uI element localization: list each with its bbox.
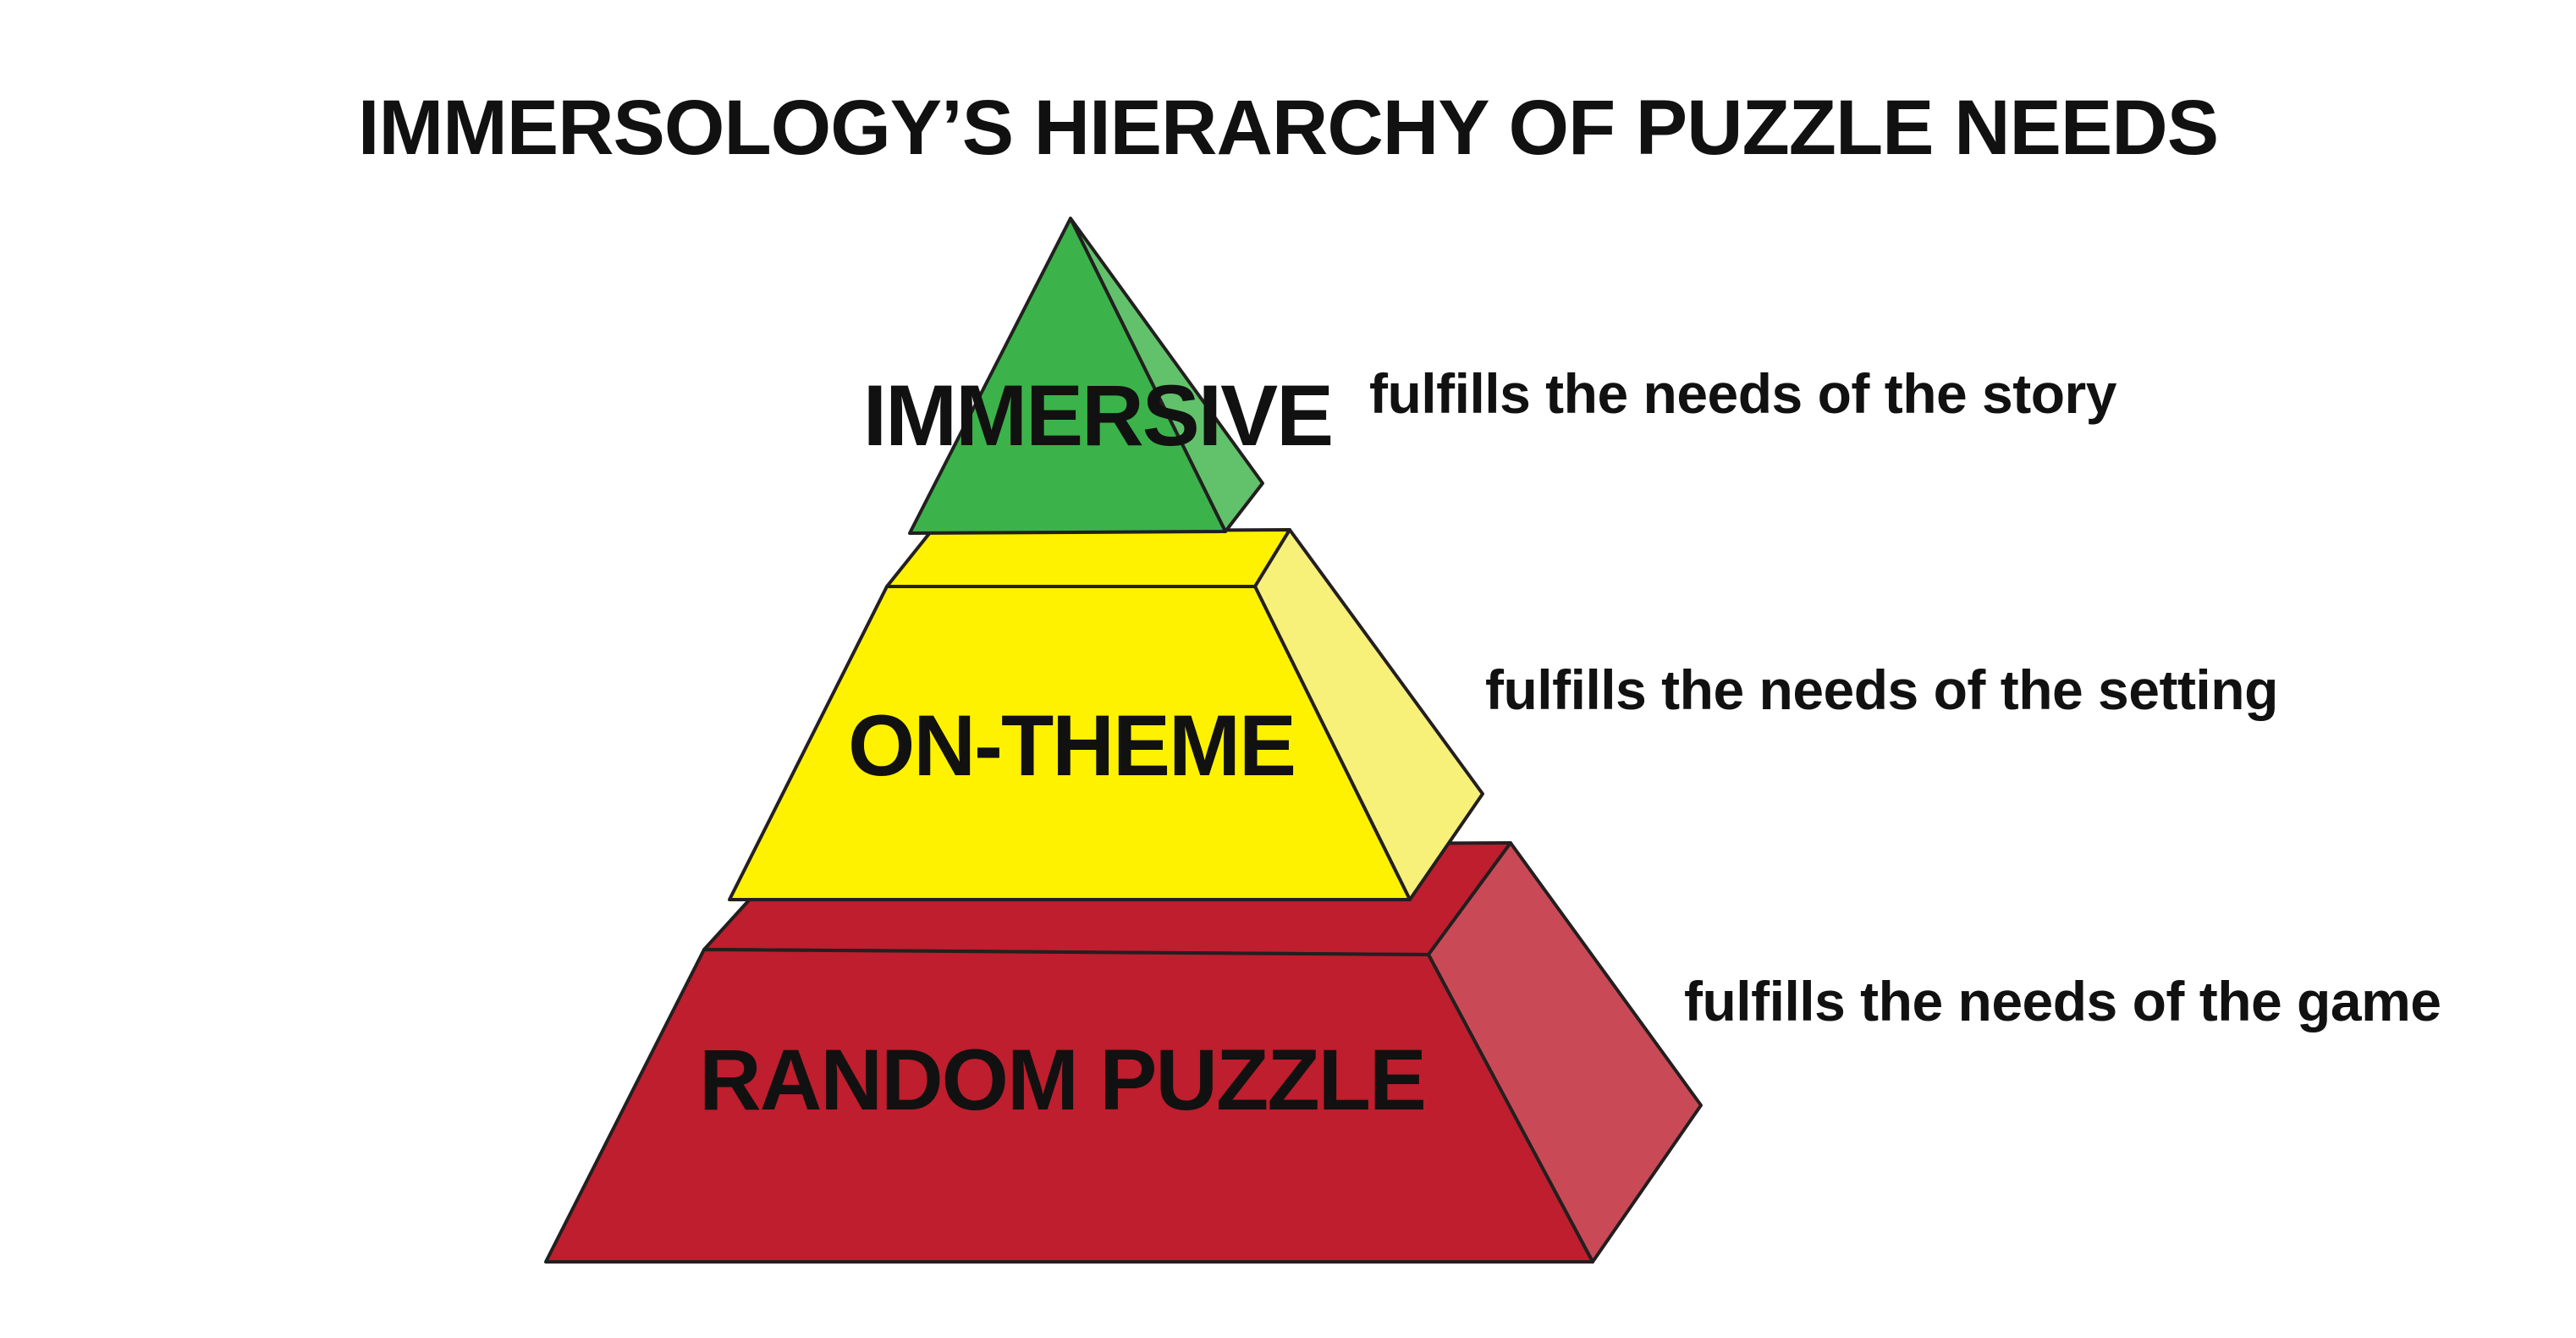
tier-on-theme-top-face: [885, 528, 1291, 588]
diagram-title: IMMERSOLOGY’S HIERARCHY OF PUZZLE NEEDS: [358, 85, 2218, 171]
tier-random-puzzle-front-face: [544, 948, 1594, 1264]
tier-immersive: [908, 217, 1264, 535]
tier-immersive-label: IMMERSIVE: [863, 367, 1332, 464]
tier-immersive-description: fulfills the needs of the story: [1369, 362, 2117, 425]
tier-random-puzzle-label: RANDOM PUZZLE: [699, 1032, 1425, 1128]
tier-immersive-front-face: [908, 217, 1227, 535]
tier-on-theme-description: fulfills the needs of the setting: [1485, 658, 2278, 721]
tier-on-theme-label: ON-THEME: [848, 697, 1295, 794]
tier-on-theme: [728, 528, 1484, 901]
tier-on-theme-front-face: [728, 585, 1412, 901]
tier-random-puzzle-description: fulfills the needs of the game: [1684, 970, 2441, 1032]
